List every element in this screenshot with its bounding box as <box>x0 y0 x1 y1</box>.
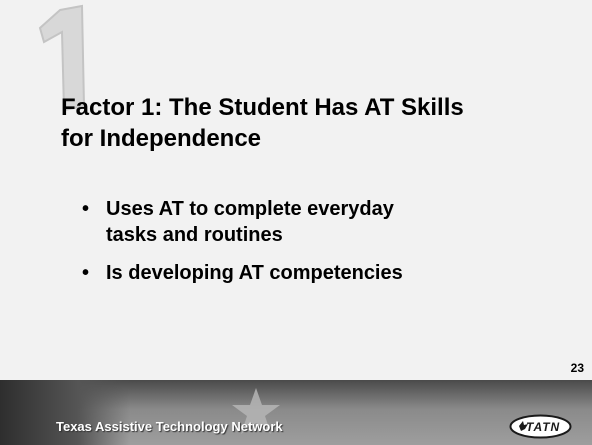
bullet-item: • Is developing AT competencies <box>82 260 562 286</box>
bullet-dot: • <box>82 198 90 220</box>
title-line: Factor 1: The Student Has AT Skills <box>61 94 464 121</box>
bullet-item: • Uses AT to complete everyday tasks and… <box>82 196 562 248</box>
title-line: for Independence <box>61 125 262 152</box>
page-number: 23 <box>570 361 584 375</box>
bullet-text-line: Is developing AT competencies <box>106 262 403 284</box>
tatn-logo <box>509 414 572 439</box>
tatn-logo-text: TATN <box>526 420 561 434</box>
slide-title: Factor 1: The Student Has AT Skills for … <box>61 92 581 154</box>
footer-banner: Texas Assistive Technology Network TATN <box>0 380 592 445</box>
network-name: Texas Assistive Technology Network <box>56 419 283 434</box>
numeral-1-text: 1 <box>30 2 31 3</box>
bullet-text-line: tasks and routines <box>106 224 283 246</box>
bullet-list: • Uses AT to complete everyday tasks and… <box>82 196 562 298</box>
bullet-text-line: Uses AT to complete everyday <box>106 198 394 220</box>
numeral-1-graphic: 1 <box>30 2 86 112</box>
footer-photo <box>0 380 130 445</box>
star-icon <box>232 388 280 434</box>
bullet-dot: • <box>82 262 90 284</box>
